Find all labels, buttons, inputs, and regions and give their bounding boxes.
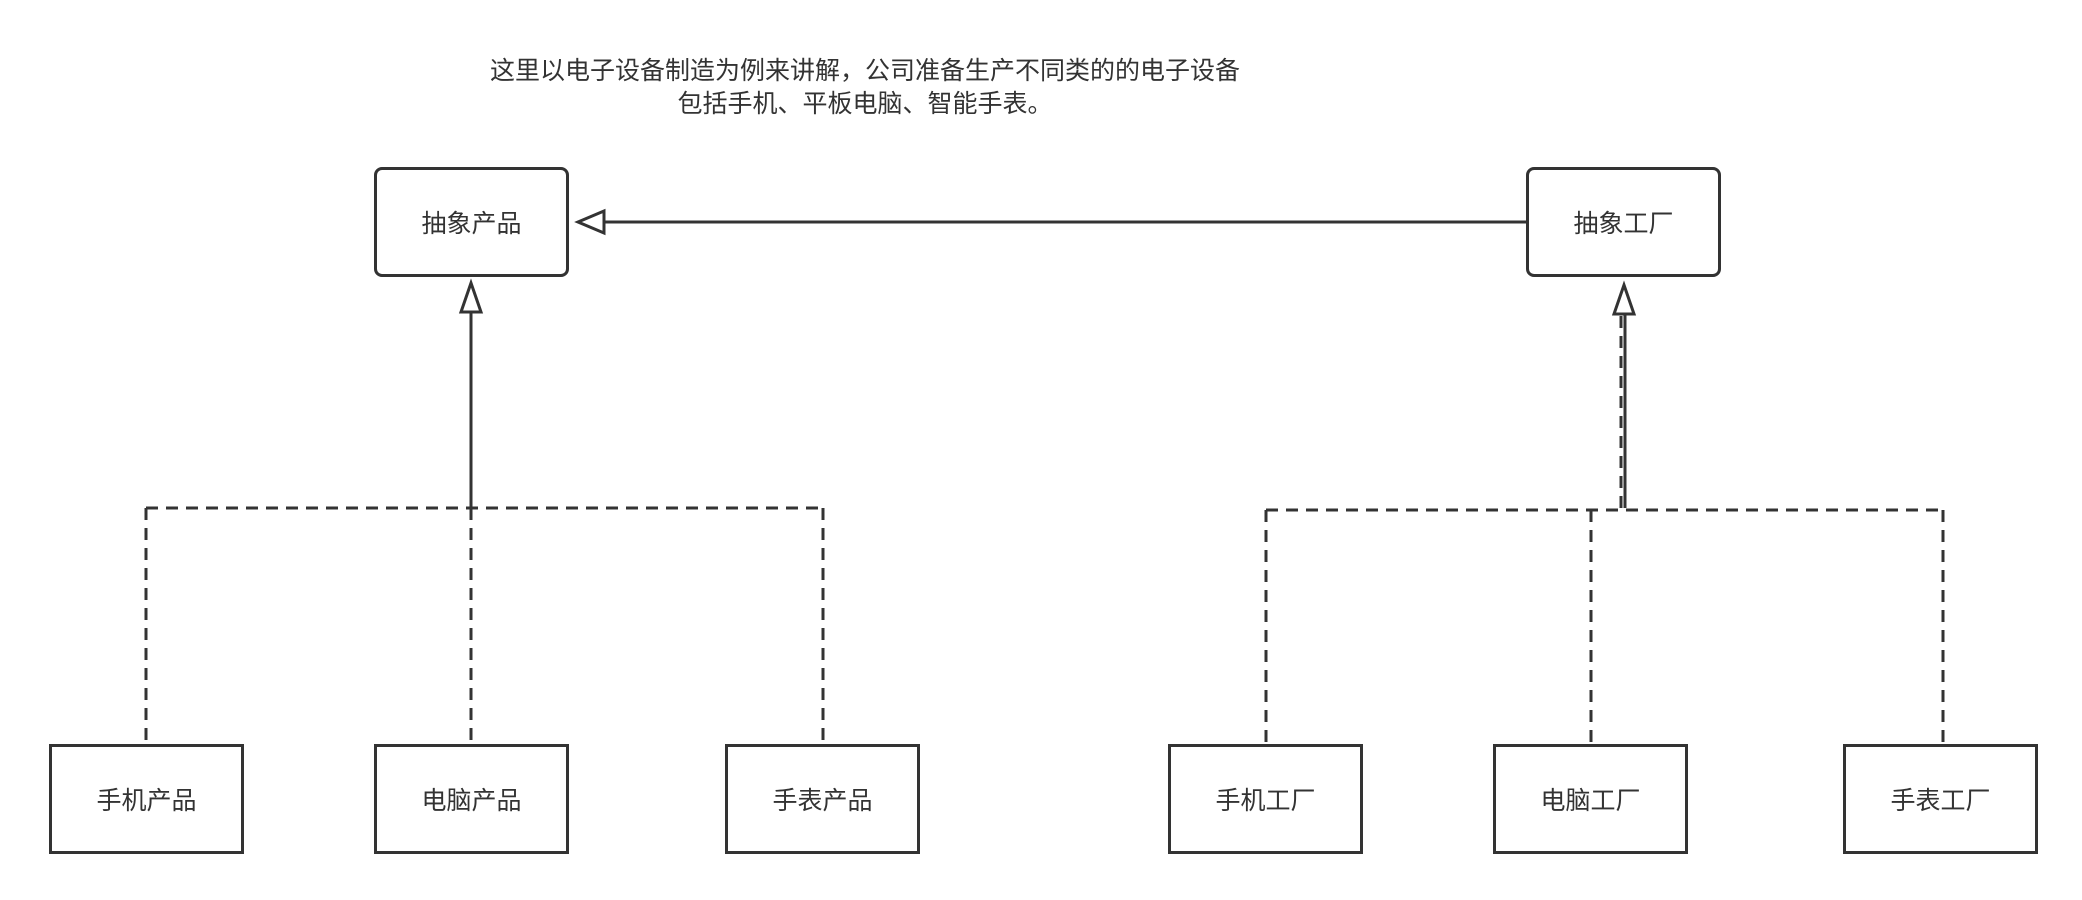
phone-factory-label: 手机工厂 [1215, 786, 1316, 815]
caption-line-2: 包括手机、平板电脑、智能手表。 [677, 89, 1053, 118]
phone-product-label: 手机产品 [96, 786, 197, 815]
product-inheritance-arrowhead [458, 278, 484, 314]
phone-product-node[interactable]: 手机产品 [49, 744, 244, 854]
factory-product-arrowhead [574, 208, 606, 236]
pc-factory-label: 电脑工厂 [1540, 786, 1641, 815]
caption-line-1: 这里以电子设备制造为例来讲解，公司准备生产不同类的的电子设备 [489, 56, 1240, 85]
watch-product-node[interactable]: 手表产品 [725, 744, 920, 854]
abstract-factory-node[interactable]: 抽象工厂 [1526, 167, 1721, 277]
abstract-factory-label: 抽象工厂 [1573, 209, 1674, 238]
pc-factory-node[interactable]: 电脑工厂 [1493, 744, 1688, 854]
watch-factory-label: 手表工厂 [1890, 786, 1991, 815]
pc-product-node[interactable]: 电脑产品 [374, 744, 569, 854]
abstract-product-label: 抽象产品 [421, 209, 522, 238]
phone-factory-node[interactable]: 手机工厂 [1168, 744, 1363, 854]
watch-product-label: 手表产品 [772, 786, 873, 815]
diagram-caption: 这里以电子设备制造为例来讲解，公司准备生产不同类的的电子设备 包括手机、平板电脑… [380, 54, 1350, 120]
abstract-product-node[interactable]: 抽象产品 [374, 167, 569, 277]
watch-factory-node[interactable]: 手表工厂 [1843, 744, 2038, 854]
pc-product-label: 电脑产品 [421, 786, 522, 815]
factory-inheritance-arrowhead [1611, 280, 1637, 316]
